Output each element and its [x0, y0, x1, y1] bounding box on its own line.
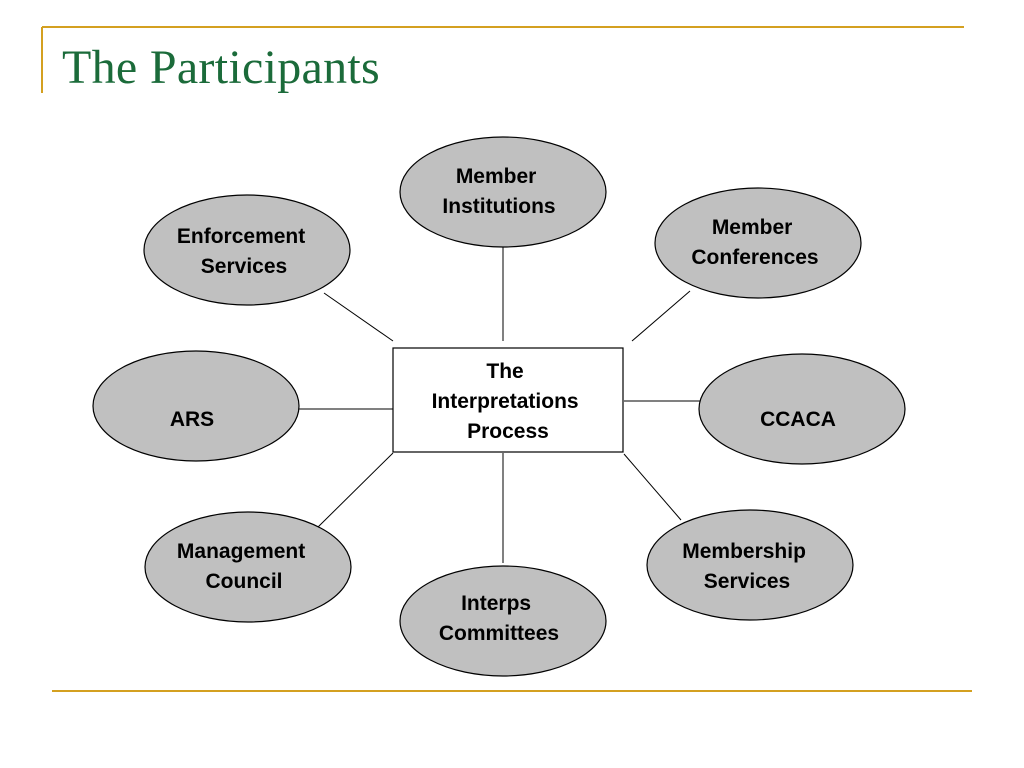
ellipse-enforcement-services [143, 194, 351, 306]
ellipse-ars [92, 350, 300, 462]
label-ccaca: CCACA [760, 408, 836, 431]
node-member-institutions: Member Institutions [399, 136, 607, 248]
svg-text:Member Institutions: Member Institutions [442, 165, 555, 218]
connector-lines [298, 246, 700, 563]
node-membership-services: Membership Services [646, 509, 854, 621]
connector-enforcement-services [323, 292, 394, 342]
svg-text:Interps Committees: Interps Committees [439, 592, 559, 645]
node-ars: ARS [92, 350, 300, 462]
ellipse-member-conferences [654, 187, 862, 299]
ellipse-member-institutions [399, 136, 607, 248]
svg-text:Member Conferences: Member Conferences [691, 216, 818, 269]
center-process-box: The Interpretations Process [392, 347, 624, 453]
node-management-council: Management Council [144, 511, 352, 623]
ellipse-membership-services [646, 509, 854, 621]
connector-management-council [315, 452, 394, 530]
svg-text:CCACA: CCACA [760, 408, 836, 431]
node-member-conferences: Member Conferences [654, 187, 862, 299]
label-ars: ARS [170, 408, 214, 431]
svg-text:Membership Services: Membership Services [682, 540, 812, 593]
label-membership-services-2: Services [704, 570, 790, 593]
ellipse-ccaca [698, 353, 906, 465]
center-line-2: Interpretations [432, 390, 579, 413]
label-management-council-1: Management [177, 540, 305, 563]
label-membership-services-1: Membership [682, 540, 806, 563]
label-enforcement-services-1: Enforcement [177, 225, 305, 248]
page-title: The Participants [62, 41, 381, 94]
center-line-1: The [486, 360, 523, 383]
svg-text:Management Council: Management Council [177, 540, 311, 593]
svg-text:ARS: ARS [170, 408, 214, 431]
label-interps-committees-2: Committees [439, 622, 559, 645]
node-interps-committees: Interps Committees [399, 565, 607, 677]
label-interps-committees-1: Interps [461, 592, 531, 615]
ellipse-management-council [144, 511, 352, 623]
connector-member-conferences [631, 290, 691, 342]
label-member-institutions-2: Institutions [442, 195, 555, 218]
node-enforcement-services: Enforcement Services [143, 194, 351, 306]
node-ccaca: CCACA [698, 353, 906, 465]
label-management-council-2: Council [206, 570, 283, 593]
label-member-institutions-1: Member [456, 165, 537, 188]
center-line-3: Process [467, 420, 549, 443]
connector-membership-services [623, 453, 682, 521]
label-member-conferences-1: Member [712, 216, 793, 239]
svg-text:The Interpretations: The Interpretations Process [432, 360, 585, 443]
svg-text:Enforcement Services: Enforcement Services [177, 225, 311, 278]
ellipse-interps-committees [399, 565, 607, 677]
center-box [392, 347, 624, 453]
label-member-conferences-2: Conferences [691, 246, 818, 269]
label-enforcement-services-2: Services [201, 255, 287, 278]
